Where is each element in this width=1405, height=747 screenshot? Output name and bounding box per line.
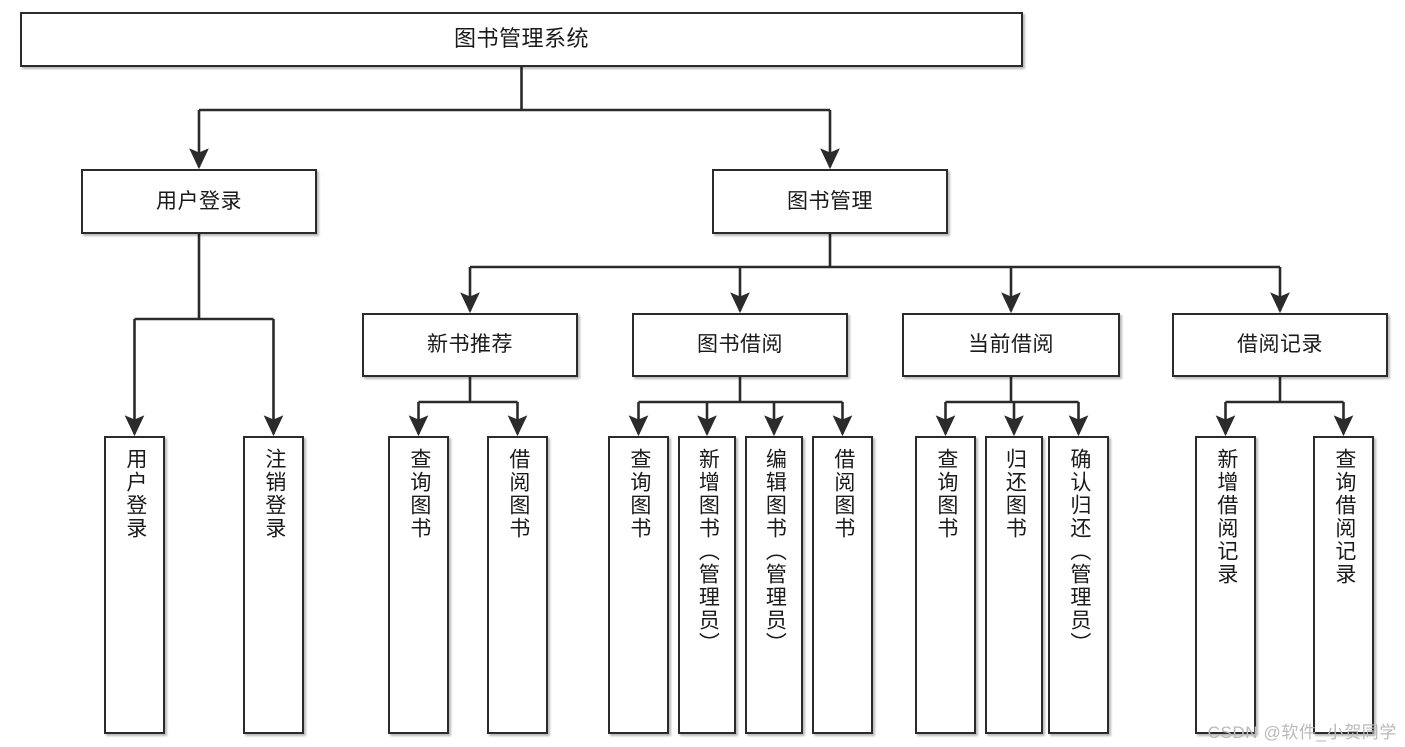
node-leaf-add-record: 新增借阅记录: [1195, 436, 1256, 734]
node-leaf-user-login-label: 用户登录: [123, 448, 147, 540]
node-leaf-borrow-book-1-label: 借阅图书: [506, 448, 530, 540]
node-user-login-label: 用户登录: [156, 189, 242, 213]
node-current-borrow: 当前借阅: [902, 313, 1120, 377]
node-root: 图书管理系统: [20, 12, 1023, 67]
node-book-borrow: 图书借阅: [632, 313, 848, 377]
node-leaf-query-book-1: 查询图书: [388, 436, 449, 734]
node-leaf-borrow-book-2-label: 借阅图书: [831, 448, 855, 540]
node-new-book-recommend: 新书推荐: [362, 313, 578, 377]
node-leaf-borrow-book-1: 借阅图书: [487, 436, 548, 734]
node-leaf-query-record-label: 查询借阅记录: [1332, 448, 1356, 586]
node-leaf-edit-book: 编辑图书（管理员）: [745, 436, 803, 734]
node-book-manage: 图书管理: [712, 169, 948, 234]
node-borrow-record: 借阅记录: [1172, 313, 1388, 377]
node-new-book-recommend-label: 新书推荐: [427, 333, 513, 357]
node-leaf-borrow-book-2: 借阅图书: [812, 436, 873, 734]
node-leaf-query-record: 查询借阅记录: [1313, 436, 1374, 734]
node-leaf-edit-book-label: 编辑图书（管理员）: [763, 448, 787, 655]
node-book-manage-label: 图书管理: [787, 189, 873, 213]
node-user-login: 用户登录: [81, 169, 317, 234]
node-leaf-return-book: 归还图书: [985, 436, 1043, 734]
node-leaf-confirm-return: 确认归还（管理员）: [1048, 436, 1109, 734]
node-root-label: 图书管理系统: [453, 26, 589, 52]
node-leaf-confirm-return-label: 确认归还（管理员）: [1067, 448, 1091, 655]
node-leaf-logout: 注销登录: [243, 436, 304, 734]
node-book-borrow-label: 图书借阅: [697, 333, 783, 357]
node-leaf-query-book-2-label: 查询图书: [627, 448, 651, 540]
node-leaf-user-login: 用户登录: [104, 436, 165, 734]
node-leaf-add-record-label: 新增借阅记录: [1214, 448, 1238, 586]
node-leaf-query-book-3: 查询图书: [915, 436, 976, 734]
watermark-text: CSDN @软件_小贺同学: [1207, 723, 1397, 742]
node-current-borrow-label: 当前借阅: [968, 333, 1054, 357]
node-leaf-logout-label: 注销登录: [262, 448, 286, 540]
node-leaf-query-book-1-label: 查询图书: [407, 448, 431, 540]
node-leaf-query-book-2: 查询图书: [608, 436, 669, 734]
node-leaf-query-book-3-label: 查询图书: [934, 448, 958, 540]
node-leaf-add-book: 新增图书（管理员）: [678, 436, 736, 734]
node-leaf-return-book-label: 归还图书: [1003, 448, 1027, 540]
node-leaf-add-book-label: 新增图书（管理员）: [696, 448, 720, 655]
node-borrow-record-label: 借阅记录: [1237, 333, 1323, 357]
